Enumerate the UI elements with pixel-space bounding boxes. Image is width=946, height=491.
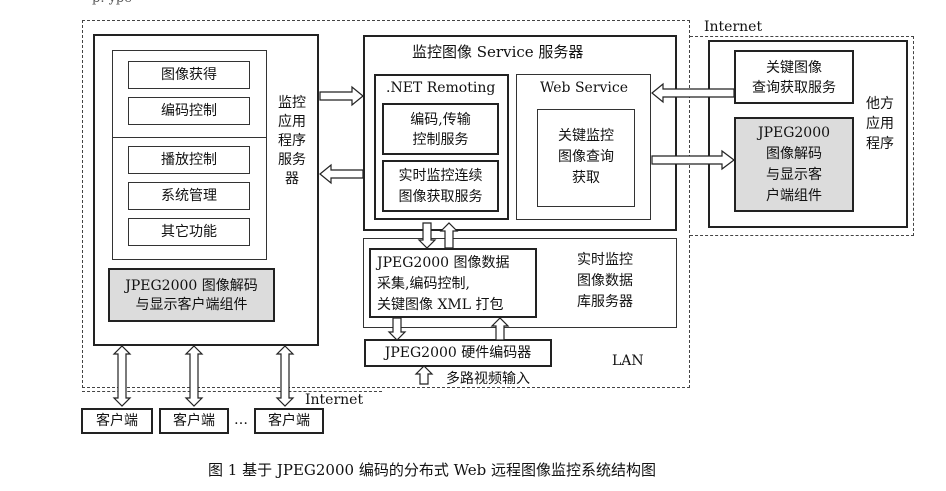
web-service-box (516, 74, 651, 220)
jpeg-component-right-line3: 与显示客 (766, 167, 822, 183)
jpeg-capture-line2: 采集,编码控制, (377, 276, 470, 292)
playback-control-label: 播放控制 (161, 152, 217, 168)
group-divider (112, 137, 267, 138)
arrow-video-input (414, 365, 434, 385)
other-functions-label: 其它功能 (161, 224, 217, 240)
playback-control-box: 播放控制 (128, 146, 250, 174)
encode-transfer-line1: 编码,传输 (410, 112, 471, 128)
key-image-query-service-line2: 查询获取服务 (752, 80, 836, 96)
other-party-line2: 应用 (866, 116, 894, 132)
realtime-db-line2: 图像数据 (577, 273, 633, 289)
jpeg-capture-line3: 关键图像 XML 打包 (377, 297, 504, 313)
other-party-app (708, 40, 908, 228)
service-server (363, 35, 677, 231)
monitor-app-inner (112, 50, 267, 260)
jpeg-component-right-line2: 图像解码 (766, 146, 822, 162)
arrow-client3-app (275, 345, 295, 407)
lan-label: LAN (612, 353, 644, 369)
key-image-query-service-line1: 关键图像 (766, 60, 822, 76)
other-party-label: 他方 应用 程序 (860, 94, 900, 154)
image-acquire-box: 图像获得 (128, 61, 250, 89)
arrow-db-to-service (439, 222, 459, 249)
jpeg-capture-line1: JPEG2000 图像数据 (377, 255, 510, 271)
arrow-encoder-to-db (490, 317, 510, 341)
key-image-query-line2: 图像查询 (558, 149, 614, 165)
jpeg-client-component-right: JPEG2000 图像解码 与显示客 户端组件 (734, 117, 854, 212)
arrow-service-to-db (417, 222, 437, 249)
web-service-title: Web Service (540, 80, 629, 96)
monitor-app-label-line4: 服务 (278, 152, 306, 168)
jpeg-client-component-left-line2: 与显示客户端组件 (135, 297, 248, 313)
realtime-continuous-line2: 图像获取服务 (398, 189, 483, 205)
client-box-2: 客户端 (159, 408, 229, 434)
encode-transfer-service-box: 编码,传输 控制服务 (382, 103, 499, 155)
monitor-app-server-label: 监控 应用 程序 服务 器 (272, 94, 312, 189)
jpeg-component-right-line1: JPEG2000 (757, 125, 831, 141)
figure-caption: 图 1 基于 JPEG2000 编码的分布式 Web 远程图像监控系统结构图 (208, 461, 657, 479)
key-image-query-box: 关键监控 图像查询 获取 (537, 109, 635, 207)
realtime-db-line1: 实时监控 (577, 252, 633, 268)
arrow-db-to-encoder (387, 317, 407, 341)
system-manage-box: 系统管理 (128, 182, 250, 210)
internet-label-bottom: Internet (305, 392, 364, 408)
other-party-line3: 程序 (866, 136, 894, 152)
key-image-query-line1: 关键监控 (558, 128, 614, 144)
realtime-db-server (363, 238, 677, 328)
encode-control-label: 编码控制 (161, 103, 217, 119)
arrow-client1-app (112, 345, 132, 407)
key-image-query-service-box: 关键图像 查询获取服务 (734, 50, 854, 104)
other-functions-box: 其它功能 (128, 218, 250, 246)
key-image-query-line3: 获取 (572, 170, 600, 186)
monitor-app-label-line5: 器 (285, 171, 299, 187)
client-label-3: 客户端 (268, 413, 310, 429)
top-cut-text: p. ype (92, 0, 132, 8)
arrow-client2-app (184, 345, 204, 407)
realtime-db-label: 实时监控 图像数据 库服务器 (565, 250, 645, 313)
realtime-continuous-line1: 实时监控连续 (398, 168, 483, 184)
jpeg-client-component-left: JPEG2000 图像解码 与显示客户端组件 (108, 268, 275, 322)
clients-ellipsis: … (234, 412, 248, 428)
internet-divider-bottom (82, 391, 382, 392)
internet-region-top (690, 36, 914, 236)
net-remoting-box (374, 74, 509, 220)
system-manage-label: 系统管理 (161, 188, 217, 204)
monitor-app-server (93, 34, 319, 346)
net-remoting-title: .NET Remoting (386, 80, 496, 96)
other-party-line1: 他方 (866, 96, 894, 112)
arrow-service-to-app (319, 163, 364, 185)
jpeg-capture-box: JPEG2000 图像数据 采集,编码控制, 关键图像 XML 打包 (369, 248, 537, 318)
realtime-db-line3: 库服务器 (577, 294, 633, 310)
encode-control-box: 编码控制 (128, 97, 250, 125)
monitor-app-label-line3: 程序 (278, 133, 306, 149)
hardware-encoder-box: JPEG2000 硬件编码器 (364, 339, 552, 367)
encode-transfer-line2: 控制服务 (412, 132, 469, 148)
arrow-query-to-webservice (651, 82, 735, 104)
multi-video-input-label: 多路视频输入 (446, 371, 530, 387)
internet-label-top: Internet (704, 19, 763, 35)
lan-region (82, 20, 690, 388)
arrow-webservice-to-component (651, 149, 735, 171)
realtime-continuous-service-box: 实时监控连续 图像获取服务 (382, 160, 499, 212)
image-acquire-label: 图像获得 (161, 67, 217, 83)
arrow-app-to-service (319, 85, 364, 107)
jpeg-client-component-left-line1: JPEG2000 图像解码 (125, 278, 258, 294)
jpeg-component-right-line4: 户端组件 (766, 188, 822, 204)
client-box-1: 客户端 (81, 408, 153, 434)
client-box-3: 客户端 (254, 408, 324, 434)
monitor-app-label-line2: 应用 (278, 114, 306, 130)
client-label-1: 客户端 (96, 413, 138, 429)
hardware-encoder-label: JPEG2000 硬件编码器 (384, 345, 532, 361)
client-label-2: 客户端 (173, 413, 215, 429)
service-server-title: 监控图像 Service 服务器 (412, 43, 584, 61)
monitor-app-label-line1: 监控 (278, 95, 306, 111)
